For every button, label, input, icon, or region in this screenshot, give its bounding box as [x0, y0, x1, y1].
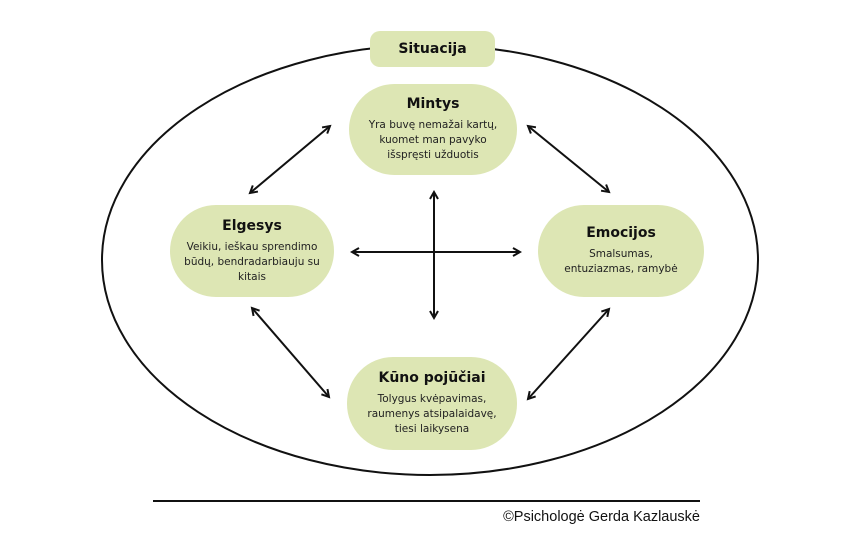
- node-title: Kūno pojūčiai: [378, 370, 486, 386]
- node-text-line: kitais: [238, 270, 266, 283]
- arrow-mintys-elgesys: [248, 124, 332, 195]
- node-text: Smalsumas, entuziazmas, ramybė: [564, 247, 677, 277]
- copyright-text: ©Psichologė Gerda Kazlauskė: [503, 509, 700, 525]
- node-text-line: išspręsti užduotis: [387, 149, 479, 161]
- node-text: Veikiu, ieškau sprendimo būdų, bendradar…: [184, 240, 320, 285]
- node-title: Elgesys: [222, 217, 282, 234]
- node-text: Tolygus kvėpavimas, raumenys atsipalaida…: [367, 392, 496, 437]
- footer-divider: [153, 500, 700, 502]
- arrow-elgesys-kuno: [250, 306, 331, 399]
- node-text-line: Tolygus kvėpavimas,: [377, 393, 487, 405]
- node-text-line: būdų, bendradarbiauju su: [184, 255, 320, 268]
- arrow-mintys-emocijos: [526, 124, 611, 194]
- node-elgesys: Elgesys Veikiu, ieškau sprendimo būdų, b…: [170, 205, 334, 297]
- node-text-line: Veikiu, ieškau sprendimo: [186, 240, 318, 253]
- node-title: Mintys: [406, 96, 460, 112]
- node-text: Yra buvę nemažai kartų, kuomet man pavyk…: [369, 118, 498, 163]
- node-text-line: entuziazmas, ramybė: [564, 263, 678, 275]
- situation-label: Situacija: [370, 31, 495, 67]
- node-emocijos: Emocijos Smalsumas, entuziazmas, ramybė: [538, 205, 704, 297]
- node-text-line: Yra buvę nemažai kartų,: [368, 119, 498, 131]
- node-text-line: raumenys atsipalaidavę,: [367, 408, 497, 420]
- node-mintys: Mintys Yra buvę nemažai kartų, kuomet ma…: [349, 84, 517, 175]
- node-title: Emocijos: [586, 225, 656, 241]
- node-text-line: kuomet man pavyko: [379, 134, 487, 146]
- node-text-line: Smalsumas,: [589, 248, 653, 260]
- node-text-line: tiesi laikysena: [394, 423, 470, 435]
- node-kuno-pojuciai: Kūno pojūčiai Tolygus kvėpavimas, raumen…: [347, 357, 517, 450]
- arrow-emocijos-kuno: [526, 307, 611, 401]
